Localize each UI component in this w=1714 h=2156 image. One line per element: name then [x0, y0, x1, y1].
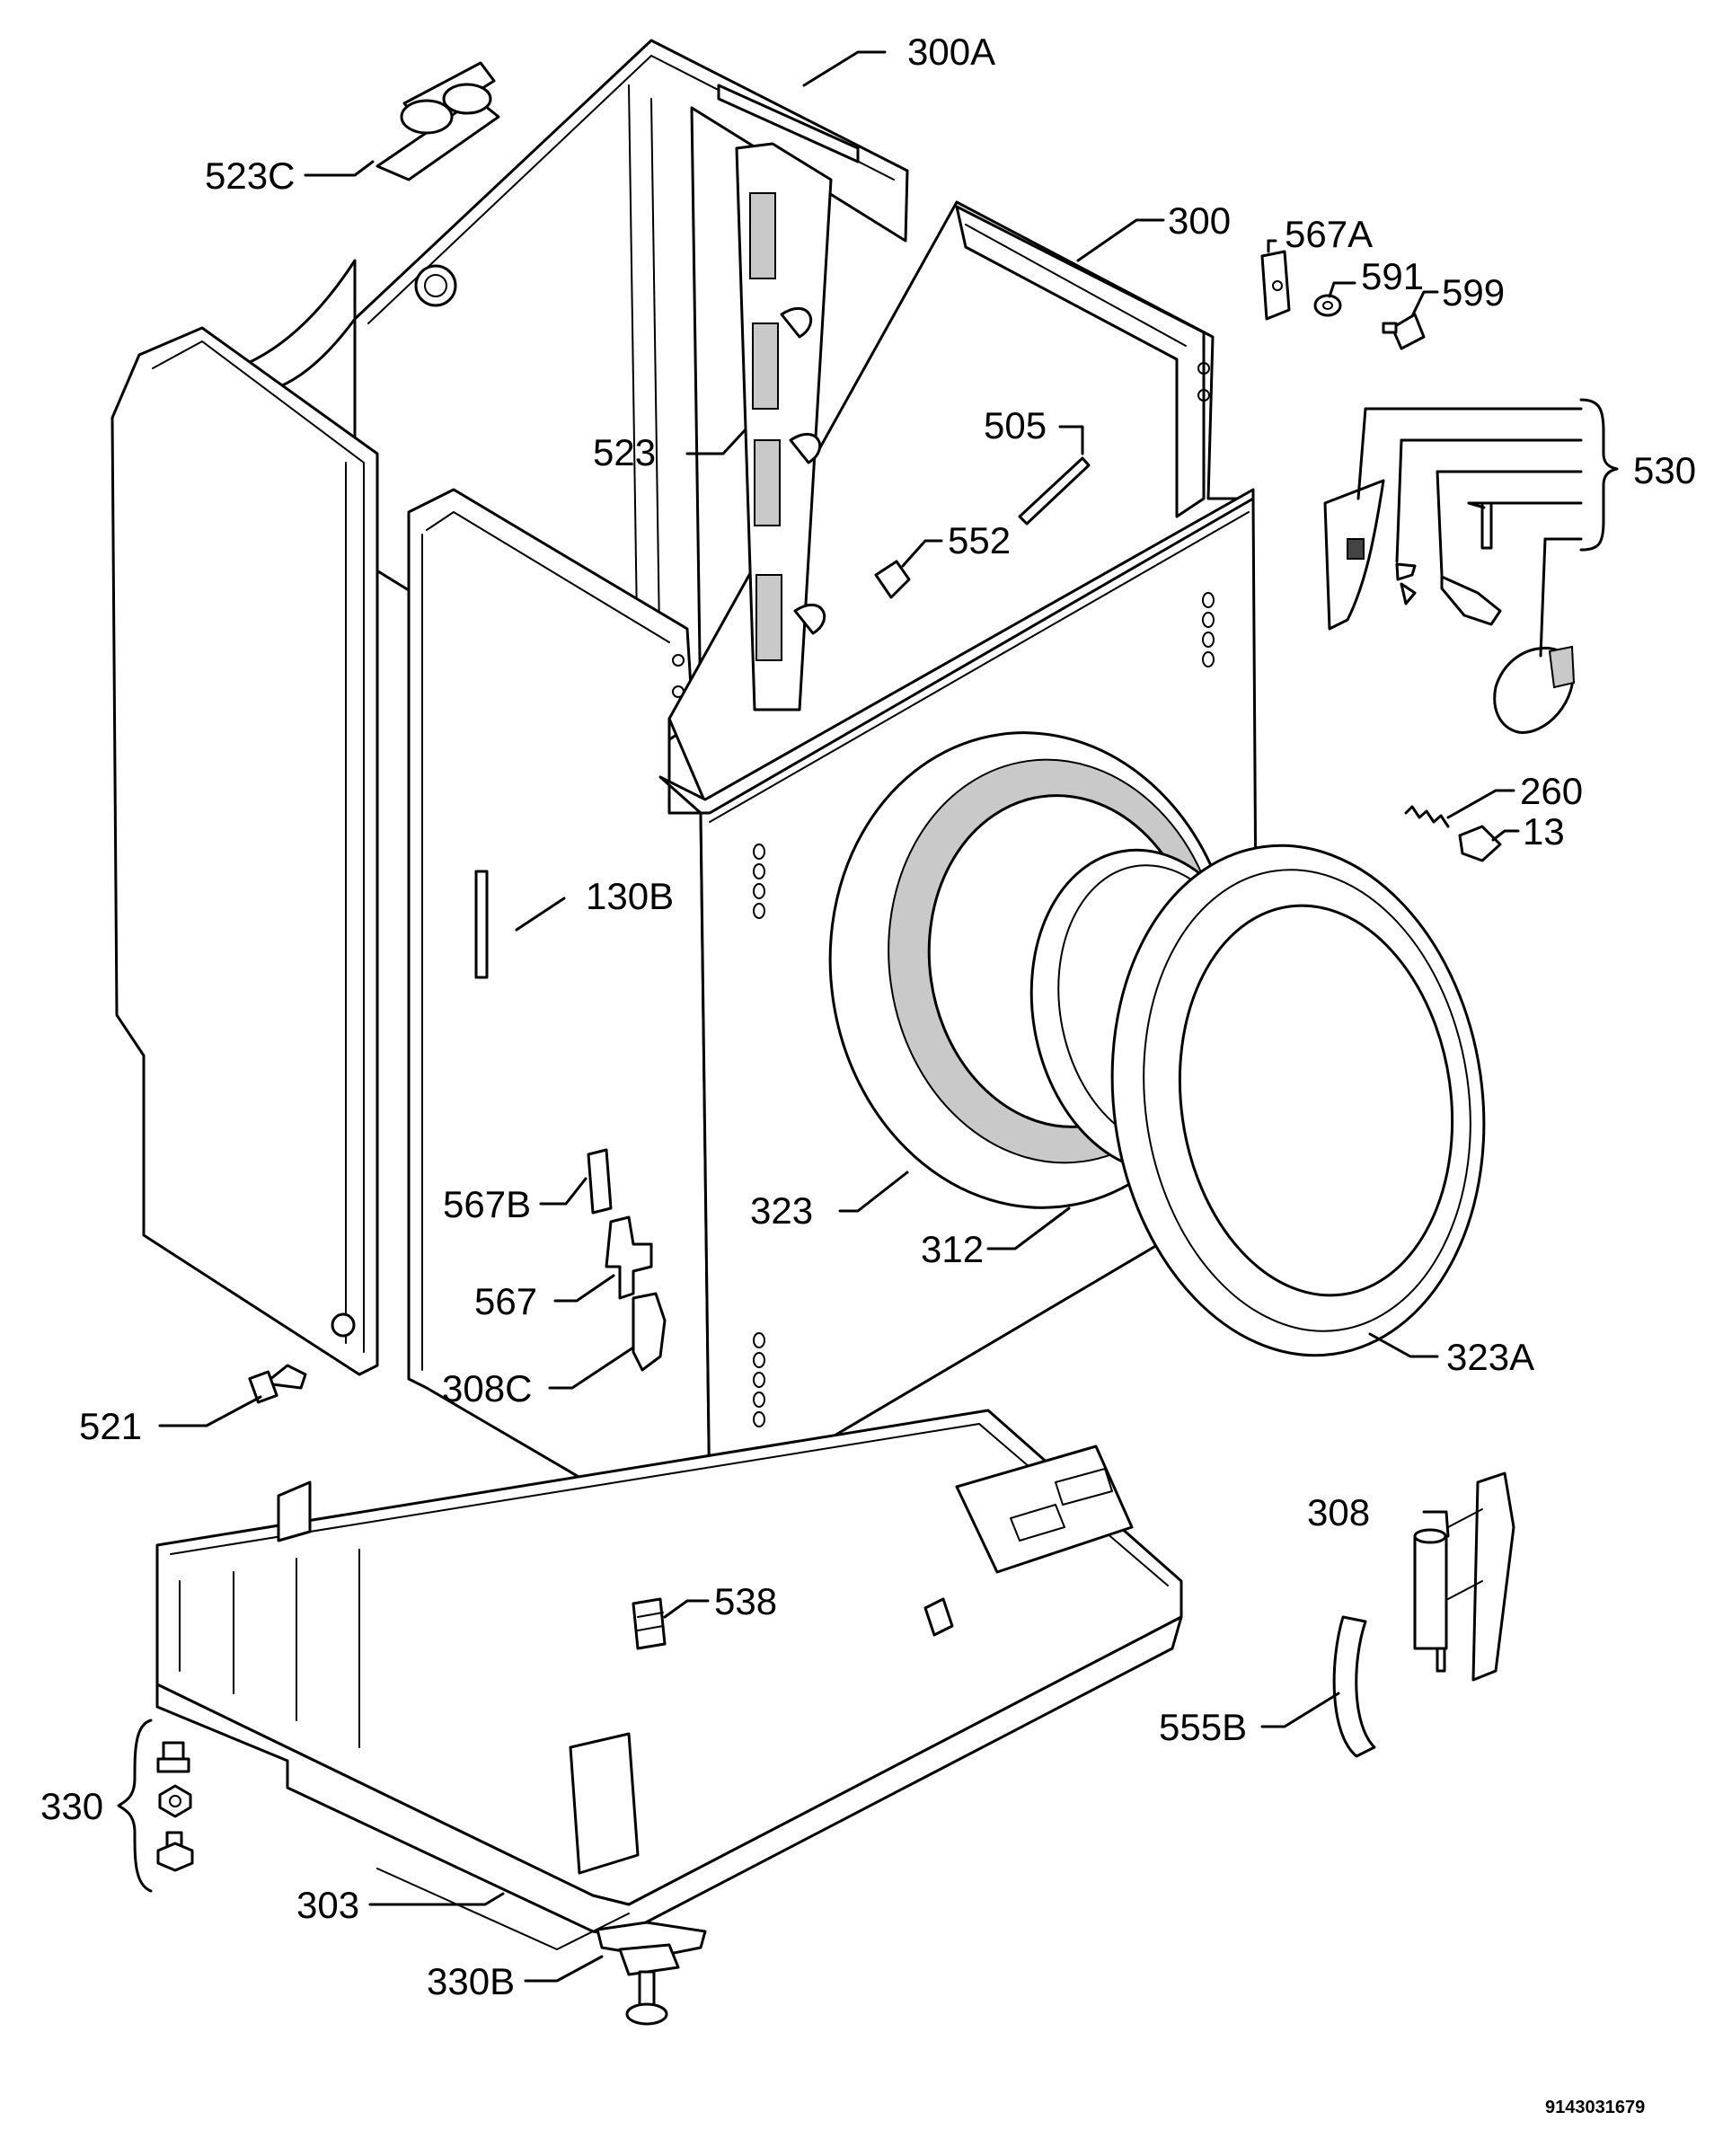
- clip-552: [874, 560, 911, 599]
- label-567a: 567A: [1285, 213, 1373, 255]
- pin-13: [1458, 825, 1502, 862]
- label-567: 567: [474, 1280, 537, 1322]
- part-567: [605, 1215, 653, 1300]
- label-530: 530: [1633, 449, 1696, 491]
- label-300a: 300A: [907, 31, 995, 73]
- cable-clip-523c: [375, 61, 500, 181]
- label-521: 521: [79, 1405, 142, 1447]
- cabinet-screw-holes: [672, 362, 1215, 1427]
- label-523c: 523C: [205, 155, 295, 197]
- leader-lines: [158, 50, 1520, 1983]
- brace-530: [1356, 398, 1619, 658]
- label-599: 599: [1442, 271, 1505, 314]
- label-330: 330: [40, 1785, 103, 1827]
- label-538: 538: [714, 1580, 777, 1622]
- part-number-labels: 300A 523C 300 567A 591 599 523 505 530 5…: [40, 31, 1696, 2117]
- label-323: 323: [750, 1189, 813, 1232]
- foot-330b: [596, 1921, 707, 2026]
- rail-523: [735, 142, 833, 711]
- label-505: 505: [984, 404, 1047, 446]
- washer-591: [1313, 294, 1342, 317]
- label-523: 523: [593, 431, 656, 473]
- rod-505: [1018, 456, 1091, 526]
- document-id: 9143031679: [1545, 2098, 1645, 2117]
- label-300: 300: [1168, 199, 1231, 242]
- label-567b: 567B: [443, 1183, 531, 1225]
- hinge-308: [1413, 1471, 1515, 1682]
- door-323a: [1110, 844, 1486, 1357]
- label-260: 260: [1520, 770, 1583, 812]
- clip-538: [632, 1597, 667, 1650]
- label-555b: 555B: [1159, 1706, 1247, 1748]
- label-591: 591: [1361, 255, 1424, 297]
- switch-308c: [632, 1292, 667, 1372]
- left-side-panel: [110, 326, 379, 1376]
- label-323a: 323A: [1446, 1336, 1534, 1378]
- label-308: 308: [1307, 1491, 1370, 1533]
- label-330b: 330B: [427, 1960, 515, 2002]
- label-308c: 308C: [442, 1367, 532, 1409]
- foot-parts-330: [156, 1741, 194, 1872]
- label-312: 312: [921, 1228, 984, 1270]
- door-handle-assembly-530: [1323, 479, 1576, 734]
- base-frame-303: [155, 1409, 1183, 1950]
- label-13: 13: [1523, 810, 1565, 853]
- label-303: 303: [296, 1884, 359, 1926]
- plate-567a: [1260, 250, 1291, 321]
- screw-599: [1382, 313, 1426, 350]
- label-552: 552: [948, 519, 1011, 561]
- main-cabinet-300: [407, 200, 1259, 1529]
- cover-555b: [1332, 1615, 1376, 1758]
- part-567b: [587, 1148, 613, 1215]
- spring-260: [1404, 805, 1450, 828]
- screw-521: [248, 1364, 307, 1404]
- label-130b: 130B: [586, 875, 674, 917]
- brace-330: [117, 1719, 153, 1893]
